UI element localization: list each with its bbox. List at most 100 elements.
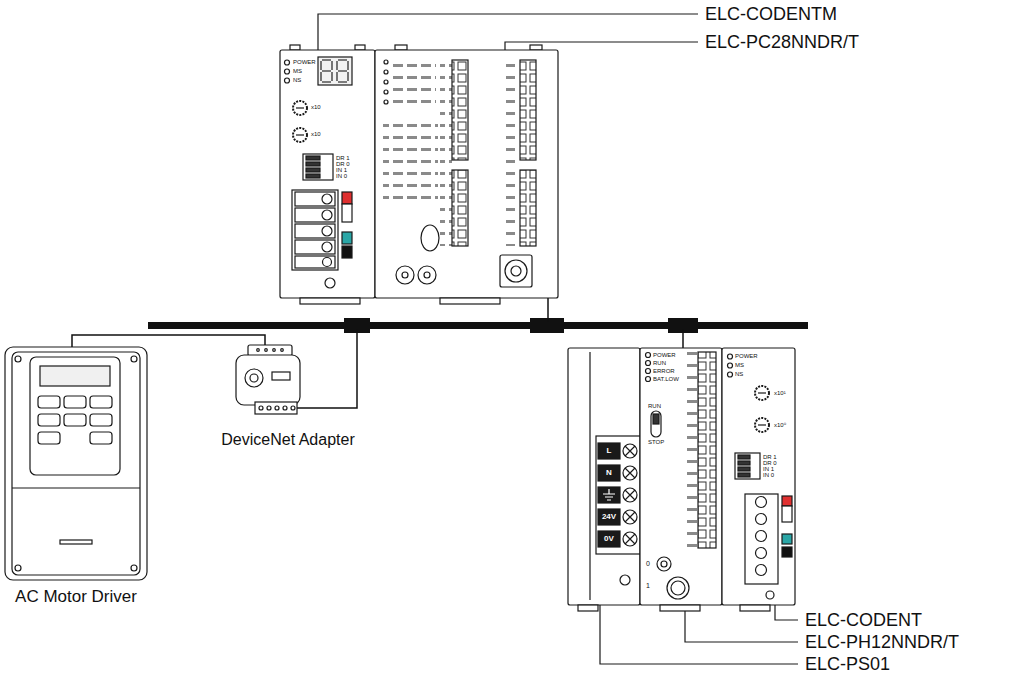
plc-module-figure — [295, 224, 335, 238]
plc-module-figure — [589, 352, 590, 600]
plc-module-figure — [728, 372, 733, 377]
plc-module-figure — [384, 80, 388, 84]
plc-module-figure — [322, 242, 332, 252]
plc-module-figure — [782, 534, 792, 544]
plc-module-figure — [653, 414, 659, 424]
dip-switch-label: DR 0 — [763, 460, 777, 467]
plc-module-figure — [384, 90, 388, 94]
switch-label: x10⁰ — [774, 422, 786, 429]
devicenet-bus — [530, 318, 564, 333]
plc-module-figure — [322, 194, 332, 204]
led-label: ERROR — [653, 368, 675, 375]
motor-drive-figure — [38, 432, 60, 444]
dip-switch-label: IN 0 — [763, 472, 774, 479]
plc-module-figure — [623, 466, 637, 480]
motor-drive-figure — [131, 356, 137, 362]
plc-module-figure — [738, 461, 750, 465]
plc-module-figure — [424, 272, 430, 278]
plc-module-figure — [756, 565, 767, 576]
plc-module-figure — [646, 377, 651, 382]
led-label: POWER — [293, 59, 316, 66]
adapter-figure — [273, 349, 276, 352]
leader-line — [685, 605, 798, 642]
dip-switch-label: IN 1 — [336, 167, 347, 174]
plc-module-figure — [686, 352, 698, 548]
plc-module-figure — [296, 107, 304, 108]
led-label: RUN — [653, 360, 666, 367]
plc-module-figure — [568, 348, 795, 611]
adapter-figure — [267, 406, 271, 410]
leader-line — [318, 14, 698, 50]
plc-module-figure — [598, 509, 620, 525]
plc-module-figure — [756, 514, 767, 525]
plc-module-figure — [625, 446, 635, 456]
adapter-figure — [281, 349, 284, 352]
plc-module-figure — [500, 255, 532, 287]
plc-module-figure — [295, 208, 335, 222]
plc-module-figure — [530, 45, 542, 50]
plc-module-figure — [625, 468, 635, 478]
plc-module-figure — [756, 531, 767, 542]
plc-module-figure — [303, 154, 333, 180]
plc-module-figure — [321, 60, 348, 82]
led-label: MS — [735, 362, 744, 369]
plc-module-figure — [318, 57, 352, 85]
plc-module-figure — [392, 58, 436, 108]
motor-drive-figure — [15, 356, 21, 362]
plc-module-figure — [384, 70, 388, 74]
plc-module-figure — [598, 531, 620, 547]
motor-drive-figure — [5, 347, 147, 580]
plc-module-figure — [623, 532, 637, 546]
plc-module-figure — [625, 490, 635, 500]
plc-module-figure — [740, 605, 770, 611]
plc-module-figure — [568, 348, 640, 605]
part-name: ELC-PH12NNDR/T — [805, 632, 959, 652]
led-label: POWER — [653, 352, 676, 359]
plc-module-figure — [285, 60, 290, 65]
plc-module-figure — [384, 100, 388, 104]
device-name: DeviceNet Adapter — [213, 430, 363, 449]
plc-module-figure — [625, 534, 635, 544]
led-label: NS — [293, 77, 301, 84]
plc-module-figure — [661, 561, 667, 567]
switch-label: x10 — [311, 104, 321, 111]
plc-module-figure — [755, 386, 769, 400]
plc-module-figure — [625, 512, 635, 522]
motor-drive-figure — [90, 396, 112, 408]
plc-module-figure — [295, 256, 335, 268]
plc-module-figure — [728, 354, 733, 359]
adapter-figure — [248, 345, 292, 356]
adapter-figure — [257, 349, 260, 352]
plc-module-figure — [651, 411, 661, 437]
motor-drive-figure — [38, 396, 60, 408]
plc-module-figure — [660, 605, 700, 611]
plc-module-figure — [293, 101, 307, 115]
plc-module-figure — [782, 506, 792, 522]
plc-module-figure — [505, 260, 527, 282]
device-name: AC Motor Driver — [5, 587, 147, 607]
leader-line — [775, 605, 798, 620]
led-label: POWER — [735, 353, 758, 360]
plc-module-figure — [520, 60, 536, 160]
plc-module-figure — [395, 45, 407, 50]
motor-drive-figure — [12, 352, 140, 575]
motor-drive-figure — [60, 540, 92, 544]
plc-module-figure — [421, 225, 439, 251]
plc-module-figure — [722, 348, 795, 605]
plc-module-figure — [323, 258, 332, 267]
plc-module-figure — [342, 246, 352, 258]
plc-module-figure — [355, 45, 365, 50]
adapter-figure — [236, 345, 300, 414]
adapter-figure — [291, 406, 295, 410]
devicenet-bus — [682, 329, 684, 348]
plc-module-figure — [440, 298, 500, 304]
plc-module-figure — [738, 473, 750, 477]
motor-drive-figure — [38, 414, 60, 426]
adapter-figure — [236, 355, 300, 405]
adapter-figure — [283, 406, 287, 410]
plc-module-figure — [452, 60, 468, 160]
plc-module-figure — [756, 497, 767, 508]
plc-module-figure — [782, 496, 792, 506]
